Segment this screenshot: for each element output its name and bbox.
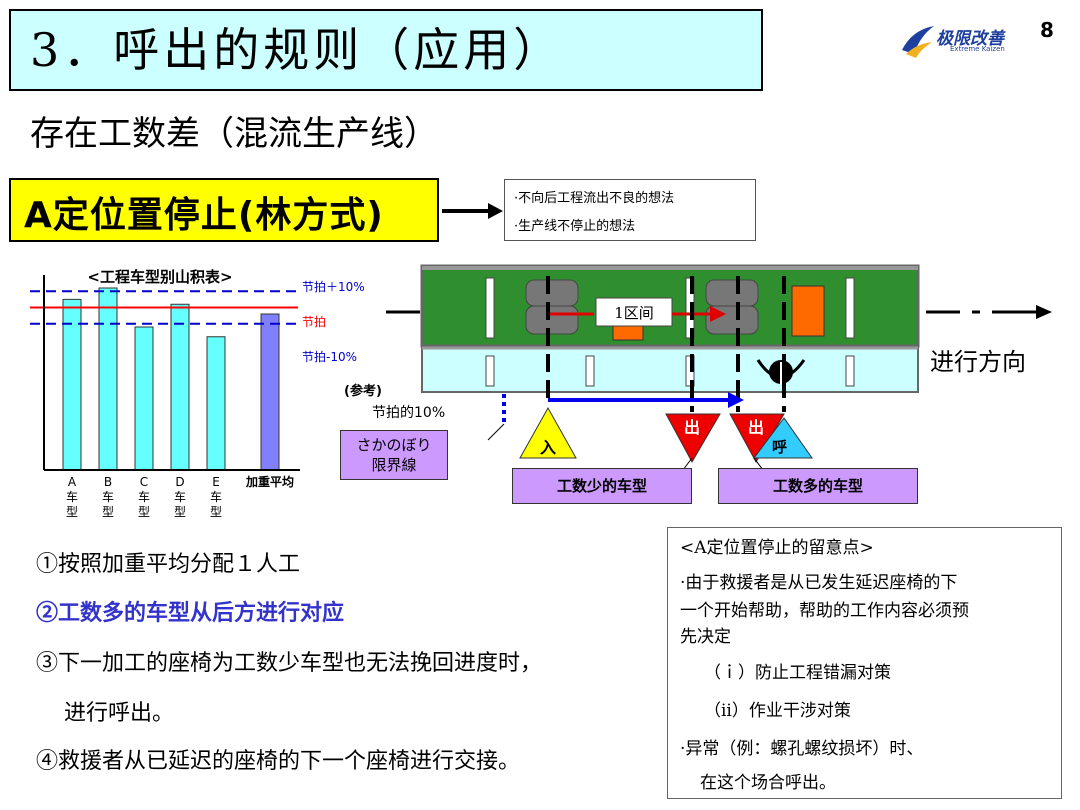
x-tick-label: 型	[138, 505, 150, 519]
conveyor-bottom	[421, 347, 919, 393]
page-title: 3．呼出的规则（应用）	[30, 23, 564, 77]
seat-icon	[525, 279, 579, 335]
x-tick-label: 车	[210, 489, 222, 504]
notice-box	[667, 527, 1062, 799]
method-note-1: ·不向后工程流出不良的想法	[514, 191, 675, 206]
notice-line-2: 一个开始帮助，帮助的工作内容必须预	[680, 601, 969, 621]
title-banner	[9, 9, 763, 91]
x-tick-label: A	[68, 475, 77, 489]
seat-icon	[705, 279, 759, 335]
x-tick-label: 型	[66, 505, 78, 519]
legend-takt: 节拍	[302, 315, 327, 329]
method-notes-box	[504, 179, 756, 241]
method-banner	[9, 178, 439, 242]
rule-4: ④救援者从已延迟的座椅的下一个座椅进行交接。	[36, 749, 521, 774]
x-tick-label: 型	[174, 505, 186, 519]
notice-line-6: ·异常（例：螺孔螺纹损坏）时、	[680, 739, 924, 759]
limit-line-box: さかのぼり 限界線	[340, 430, 448, 480]
logo-subtext: Extreme Kaizen	[950, 45, 1005, 53]
rule-3-cont: 进行呼出。	[64, 701, 175, 726]
x-tick-label: 型	[210, 505, 222, 519]
marker-out-label-2: 出	[748, 418, 765, 437]
notice-title: <A定位置停止的留意点>	[680, 538, 874, 558]
bar-model-1	[98, 287, 118, 471]
direction-arrow-icon	[926, 305, 1052, 319]
limit-line-label-2: 限界線	[371, 456, 417, 474]
page-number: 8	[1040, 18, 1054, 42]
notice-line-4: （ｉ）防止工程错漏对策	[704, 663, 891, 683]
takt-ratio-label: 节拍的10%	[372, 405, 446, 421]
section-label: 1区间	[614, 304, 654, 322]
marker-in	[519, 406, 577, 459]
x-tick-label: 型	[102, 505, 114, 519]
marker-out-1	[665, 413, 721, 464]
x-tick-label: D	[175, 475, 184, 489]
section-box	[595, 297, 673, 327]
x-tick-label: C	[140, 475, 148, 489]
x-tick-label: 车	[102, 489, 114, 504]
subtitle: 存在工数差（混流生产线）	[30, 114, 438, 154]
method-title: A定位置停止(林方式)	[24, 195, 384, 236]
few-hours-model: 工数少的车型	[512, 468, 692, 504]
notice-line-7: 在这个场合呼出。	[700, 773, 836, 793]
bar-model-4	[206, 336, 226, 471]
legend-takt-minus-10: 节拍-10%	[302, 350, 358, 364]
assembly-line-diagram: 1区间	[386, 264, 1052, 475]
x-tick-label: 车	[66, 489, 78, 504]
method-arrow-icon	[442, 203, 503, 219]
bar-weighted-average	[260, 313, 280, 471]
many-hours-model: 工数多的车型	[718, 468, 918, 504]
x-tick-label: 加重平均	[245, 474, 294, 489]
direction-label: 进行方向	[930, 348, 1026, 376]
x-tick-label: 车	[174, 489, 186, 504]
marker-out-label-1: 出	[684, 418, 701, 437]
notice-line-1: ·由于救援者是从已发生延迟座椅的下	[680, 573, 958, 593]
bar-model-2	[134, 326, 154, 471]
notice-line-5: （ii）作业干涉对策	[704, 701, 851, 721]
marker-call-label: 呼	[772, 438, 788, 456]
bar-model-3	[170, 303, 190, 471]
x-tick-label: E	[212, 475, 220, 489]
limit-line-label-1: さかのぼり	[356, 436, 432, 454]
x-tick-label: B	[104, 475, 112, 489]
marker-in-label: 入	[540, 438, 557, 457]
logo-icon	[902, 26, 934, 58]
rule-1: ①按照加重平均分配１人工	[36, 552, 301, 577]
legend-takt-plus-10: 节拍＋10%	[302, 280, 365, 294]
rule-2: ②工数多的车型从后方进行对应	[36, 600, 345, 626]
reference-label: (参考)	[344, 384, 382, 399]
method-note-2: ·生产线不停止的想法	[514, 219, 636, 234]
bar-model-0	[62, 298, 82, 471]
marker-call	[753, 417, 813, 459]
x-tick-label: 车	[138, 489, 150, 504]
rule-3: ③下一加工的座椅为工数少车型也无法挽回进度时，	[36, 651, 543, 676]
notice-line-3: 先决定	[680, 627, 731, 647]
logo-text: 极限改善	[936, 29, 1004, 49]
chart-title: <工程车型别山积表>	[87, 268, 232, 286]
worker-icon	[756, 359, 806, 384]
